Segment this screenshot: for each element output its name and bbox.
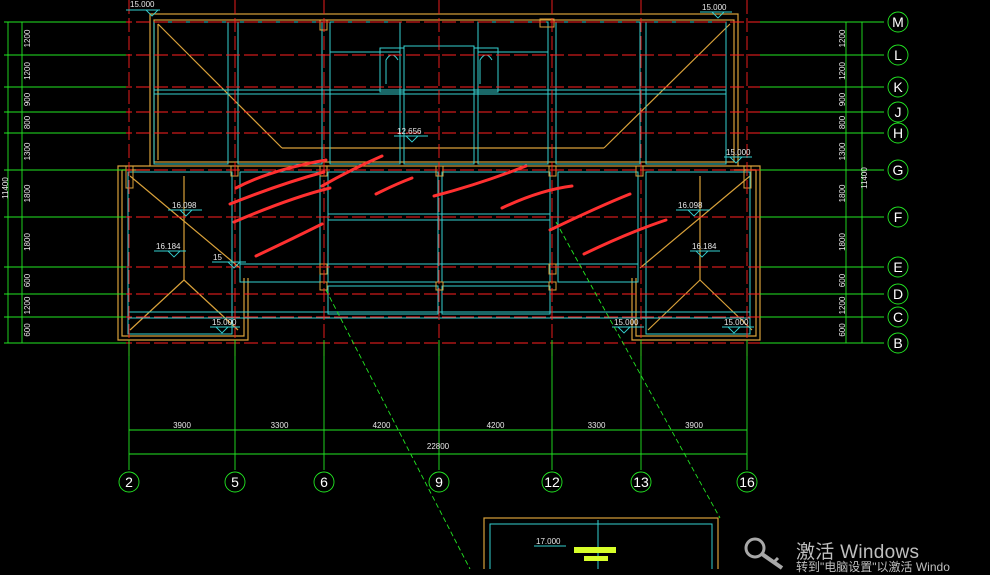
col-axis-2: 2 bbox=[125, 474, 133, 490]
left-total-dimension: 11400 bbox=[1, 177, 10, 199]
right-dim-4: 1300 bbox=[838, 142, 847, 160]
elev-right-e: 16.184 bbox=[692, 242, 717, 251]
row-axis-bubble-9 bbox=[887, 306, 909, 328]
row-axis-J: J bbox=[895, 104, 902, 120]
col-axis-bubble-5 bbox=[630, 471, 652, 493]
row-axis-B: B bbox=[893, 335, 902, 351]
elev-top-right: 15.000 bbox=[702, 3, 727, 12]
elev-bottom-right-2: 15.000 bbox=[724, 318, 749, 327]
row-axis-bubble-0 bbox=[887, 11, 909, 33]
right-total-dimension: 11400 bbox=[860, 167, 869, 189]
row-axis-bubble-10 bbox=[887, 332, 909, 354]
bottom-dim-4: 3300 bbox=[588, 421, 606, 430]
wall-outline bbox=[117, 13, 761, 341]
activation-watermark-subtitle: 转到"电脑设置"以激活 Windo bbox=[796, 560, 950, 574]
red-axis-grid bbox=[10, 0, 884, 360]
col-axis-bubble-1 bbox=[224, 471, 246, 493]
row-axis-bubble-5 bbox=[887, 159, 909, 181]
left-dim-2: 900 bbox=[23, 92, 32, 106]
row-axis-H: H bbox=[893, 125, 903, 141]
key-icon bbox=[744, 537, 784, 570]
right-dim-8: 1200 bbox=[838, 296, 847, 314]
row-axis-K: K bbox=[893, 79, 903, 95]
col-axis-bubble-2 bbox=[313, 471, 335, 493]
right-dim-3: 800 bbox=[838, 115, 847, 129]
left-dimension-labels: 1200 1200 900 800 1300 1800 1800 600 1200 600 bbox=[23, 29, 32, 337]
row-axis-bubble-4 bbox=[887, 122, 909, 144]
col-axis-bubble-4 bbox=[541, 471, 563, 493]
col-axis-12: 12 bbox=[544, 474, 560, 490]
left-dim-7: 600 bbox=[23, 273, 32, 287]
bottom-dim-1: 3300 bbox=[271, 421, 289, 430]
col-axis-16: 16 bbox=[739, 474, 755, 490]
row-axis-bubble-1 bbox=[887, 44, 909, 66]
row-axis-bubble-7 bbox=[887, 256, 909, 278]
right-dim-2: 900 bbox=[838, 92, 847, 106]
col-axis-bubble-6 bbox=[736, 471, 758, 493]
bottom-dim-2: 4200 bbox=[373, 421, 391, 430]
right-dim-6: 1800 bbox=[838, 233, 847, 251]
right-dim-1: 1200 bbox=[838, 62, 847, 80]
col-axis-5: 5 bbox=[231, 474, 239, 490]
detail-view bbox=[483, 517, 719, 569]
right-dim-7: 600 bbox=[838, 273, 847, 287]
row-axis-bubble-2 bbox=[887, 76, 909, 98]
col-axis-9: 9 bbox=[435, 474, 443, 490]
dimension-lines bbox=[4, 11, 909, 493]
row-axis-bubble-3 bbox=[887, 101, 909, 123]
elev-left-small: 15 bbox=[213, 253, 222, 262]
elev-center: 12.656 bbox=[397, 127, 422, 136]
left-dim-3: 800 bbox=[23, 115, 32, 129]
bottom-dimension-labels: 3900 3300 4200 4200 3300 3900 bbox=[173, 421, 703, 430]
elev-left-f: 16.098 bbox=[172, 201, 197, 210]
row-axis-C: C bbox=[893, 309, 903, 325]
right-dimension-labels: 1200 1200 900 800 1300 1800 1800 600 1200 600 bbox=[838, 29, 847, 337]
elev-detail: 17.000 bbox=[536, 537, 561, 546]
row-axis-F: F bbox=[894, 209, 903, 225]
row-axis-G: G bbox=[893, 162, 904, 178]
left-dim-5: 1800 bbox=[23, 184, 32, 202]
elevation-markers bbox=[126, 9, 754, 334]
beams bbox=[127, 21, 751, 335]
column-axis-labels: 2 5 6 9 12 13 16 bbox=[125, 474, 755, 490]
activation-watermark-title: 激活 Windows bbox=[796, 542, 920, 563]
left-dim-0: 1200 bbox=[23, 29, 32, 47]
col-axis-13: 13 bbox=[633, 474, 649, 490]
row-axis-L: L bbox=[894, 47, 902, 63]
left-dim-6: 1800 bbox=[23, 233, 32, 251]
left-dim-1: 1200 bbox=[23, 62, 32, 80]
right-dim-0: 1200 bbox=[838, 29, 847, 47]
right-dim-5: 1800 bbox=[838, 184, 847, 202]
elev-bottom-left: 15.000 bbox=[212, 318, 237, 327]
bottom-dim-5: 3900 bbox=[685, 421, 703, 430]
col-axis-bubble-3 bbox=[428, 471, 450, 493]
col-axis-bubble-0 bbox=[118, 471, 140, 493]
bottom-total-dimension: 22800 bbox=[427, 442, 450, 451]
elev-left-e: 16.184 bbox=[156, 242, 181, 251]
red-sketch-strokes bbox=[228, 154, 668, 258]
elev-right-f: 16.098 bbox=[678, 201, 703, 210]
elev-top-left: 15.000 bbox=[130, 0, 155, 9]
row-axis-D: D bbox=[893, 286, 903, 302]
detail-leader-lines bbox=[325, 221, 721, 569]
elev-right-upper: 15.000 bbox=[726, 148, 751, 157]
col-axis-6: 6 bbox=[320, 474, 328, 490]
right-dim-9: 600 bbox=[838, 323, 847, 337]
bottom-dim-3: 4200 bbox=[487, 421, 505, 430]
bottom-dim-0: 3900 bbox=[173, 421, 191, 430]
row-axis-E: E bbox=[893, 259, 902, 275]
row-axis-bubble-8 bbox=[887, 283, 909, 305]
row-axis-bubble-6 bbox=[887, 206, 909, 228]
left-dim-4: 1300 bbox=[23, 142, 32, 160]
row-axis-M: M bbox=[892, 14, 904, 30]
left-dim-9: 600 bbox=[23, 323, 32, 337]
elev-bottom-right-1: 15.000 bbox=[614, 318, 639, 327]
left-dim-8: 1200 bbox=[23, 296, 32, 314]
columns bbox=[125, 18, 752, 291]
